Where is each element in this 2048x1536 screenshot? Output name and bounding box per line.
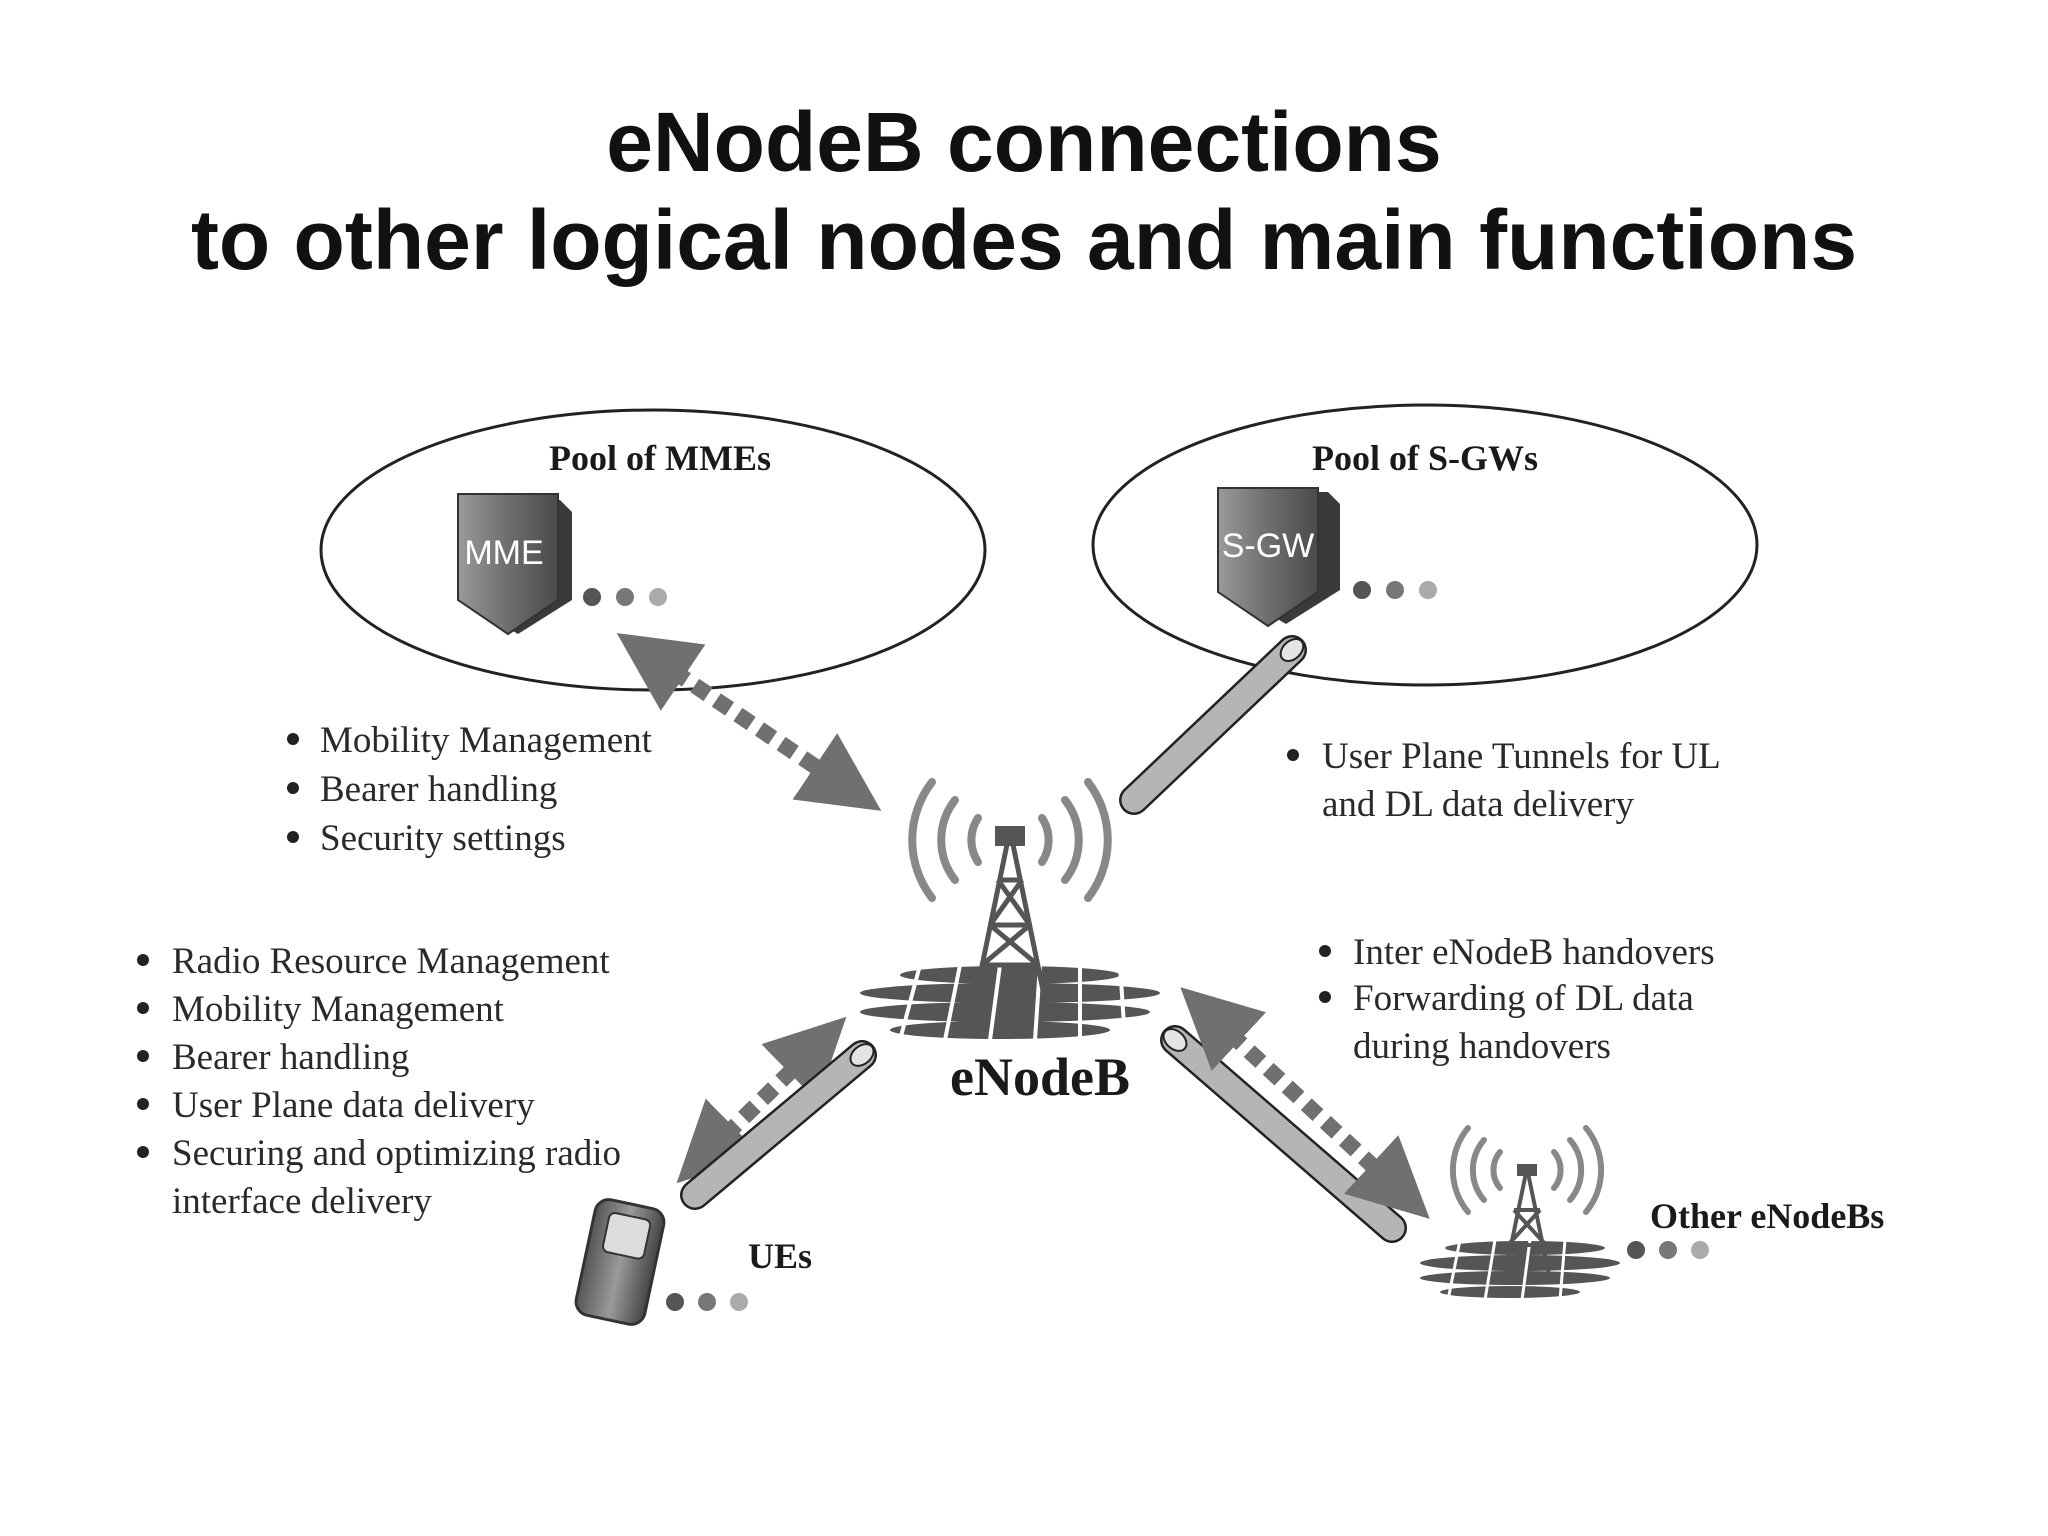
mme-pool-label: Pool of MMEs: [549, 438, 771, 478]
mme-box-label: MME: [464, 534, 543, 572]
uu-user-plane-tube: [680, 1040, 877, 1210]
sgw-pool-ellipse: [1091, 403, 1759, 687]
ue-more-dots: [666, 1293, 748, 1311]
enodeb-label: eNodeB: [950, 1047, 1130, 1107]
slide-title-line2: to other logical nodes and main function…: [190, 193, 1858, 287]
other-enodebs-label: Other eNodeBs: [1650, 1196, 1884, 1236]
ue-function-line: Mobility Management: [172, 989, 505, 1030]
x2-function-line: during handovers: [1353, 1026, 1611, 1067]
sgw-function-line: User Plane Tunnels for UL: [1322, 736, 1721, 777]
sgw-function-line: and DL data delivery: [1322, 784, 1634, 825]
ue-function-list: Radio Resource Management Mobility Manag…: [137, 941, 621, 1222]
other-enodeb-tower-icon: [1420, 1125, 1620, 1301]
ue-function-line: User Plane data delivery: [172, 1085, 535, 1126]
mme-function-item: Security settings: [320, 818, 566, 859]
sgw-server-icon: S-GW: [1217, 487, 1340, 628]
sgw-box-label: S-GW: [1222, 527, 1315, 565]
ue-function-line: Bearer handling: [172, 1037, 409, 1078]
ue-function-line: Radio Resource Management: [172, 941, 610, 982]
ue-function-line: Securing and optimizing radio: [172, 1133, 621, 1174]
slide-title-line1: eNodeB connections: [606, 95, 1442, 189]
enodeb-tower-icon: [860, 778, 1160, 1041]
sgw-pool-label: Pool of S-GWs: [1312, 438, 1538, 478]
mme-function-list: Mobility Management Bearer handling Secu…: [287, 720, 653, 859]
x2-function-line: Forwarding of DL data: [1353, 978, 1694, 1019]
mme-server-icon: MME: [457, 493, 572, 636]
ues-label: UEs: [748, 1236, 812, 1276]
s1-u-tube: [1119, 635, 1307, 815]
other-enodebs-more-dots: [1627, 1241, 1709, 1259]
s1-mme-arrow: [616, 633, 882, 811]
mme-function-item: Bearer handling: [320, 769, 557, 810]
mme-function-item: Mobility Management: [320, 720, 653, 761]
x2-function-list: Inter eNodeB handovers Forwarding of DL …: [1319, 932, 1715, 1067]
sgw-function-list: User Plane Tunnels for UL and DL data de…: [1287, 736, 1721, 825]
x2-function-line: Inter eNodeB handovers: [1353, 932, 1715, 973]
ue-phone-icon: [574, 1198, 666, 1326]
sgw-more-dots: [1353, 581, 1437, 599]
ue-function-line: interface delivery: [172, 1181, 432, 1222]
mme-more-dots: [583, 588, 667, 606]
uu-control-arrow: [676, 1016, 847, 1184]
